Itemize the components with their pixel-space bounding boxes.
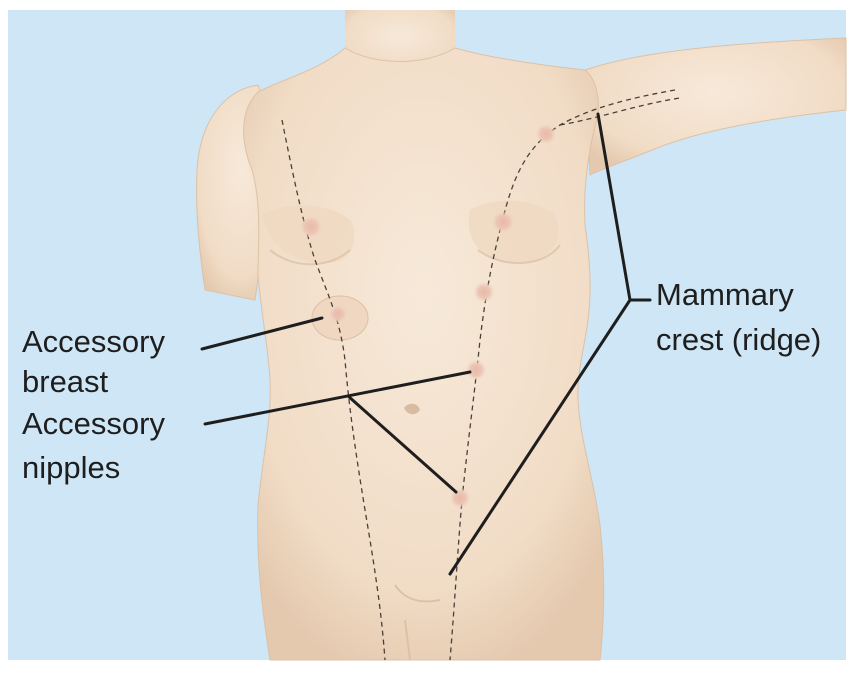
- label-mammary-crest-2: crest (ridge): [656, 322, 821, 357]
- accessory-breast-nipple: [329, 305, 347, 323]
- label-accessory-breast-2: breast: [22, 364, 109, 399]
- nipple-left: [300, 216, 322, 238]
- label-accessory-breast-1: Accessory: [22, 324, 165, 359]
- label-mammary-crest-1: Mammary: [656, 277, 794, 312]
- accessory-nipple-chest: [474, 282, 494, 302]
- accessory-nipple-axilla: [536, 124, 556, 144]
- accessory-nipple-abdomen: [466, 360, 486, 380]
- label-accessory-nipples-1: Accessory: [22, 406, 165, 441]
- nipple-right: [492, 211, 514, 233]
- label-accessory-nipples-2: nipples: [22, 450, 120, 485]
